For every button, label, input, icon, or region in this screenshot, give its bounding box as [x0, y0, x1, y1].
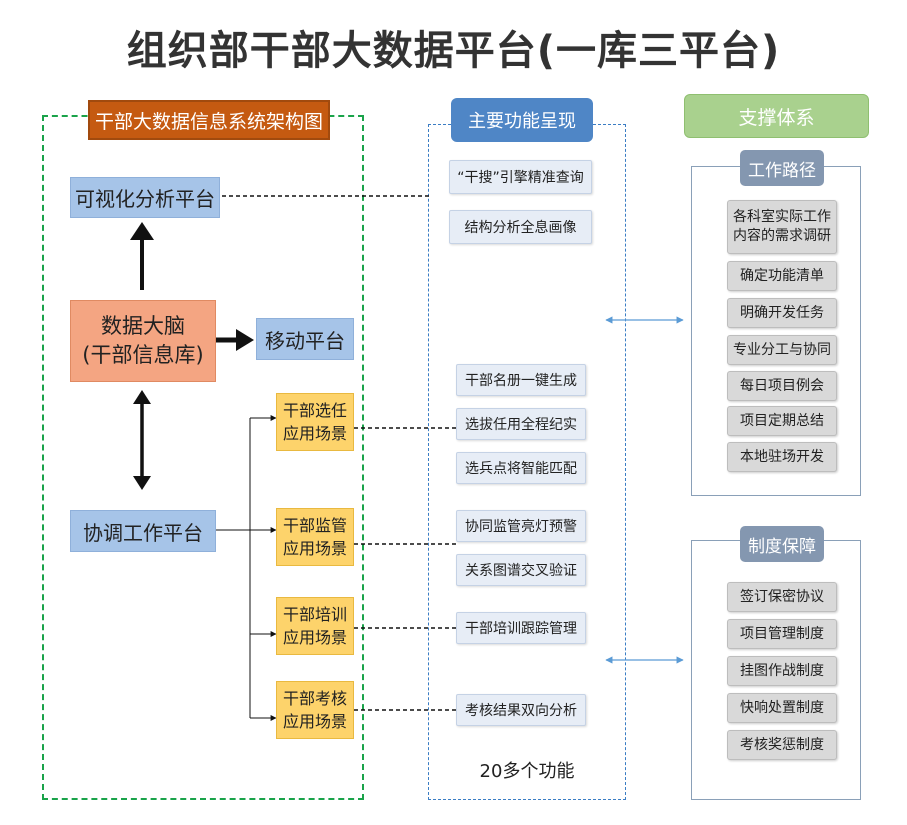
scene-line2: 应用场景: [282, 539, 347, 558]
arrowhead-down-icon: [133, 476, 151, 490]
system-guarantee-item: 挂图作战制度: [727, 656, 837, 686]
scene-line1: 干部培训: [282, 604, 347, 624]
feature-item: 选拔任用全程纪实: [456, 408, 586, 440]
step-line2: 内容的需求调研: [733, 228, 831, 244]
data-brain-subtitle: (干部信息库): [82, 343, 204, 367]
feature-item: 结构分析全息画像: [449, 210, 592, 244]
page-title: 组织部干部大数据平台(一库三平台): [126, 28, 781, 74]
scene-selection: 干部选任 应用场景: [276, 393, 354, 451]
system-guarantee-header: 制度保障: [740, 526, 824, 562]
work-path-step: 项目定期总结: [727, 406, 837, 436]
arrowhead-up-icon: [133, 390, 151, 404]
visual-analysis-platform: 可视化分析平台: [70, 177, 220, 218]
work-path-header: 工作路径: [740, 150, 824, 186]
scene-line1: 干部选任: [282, 400, 347, 420]
system-guarantee-item: 签订保密协议: [727, 582, 837, 612]
feature-item: 干部名册一键生成: [456, 364, 586, 396]
feature-item: 协同监管亮灯预警: [456, 510, 586, 542]
data-brain-box: 数据大脑 (干部信息库): [70, 300, 216, 382]
work-path-step: 确定功能清单: [727, 261, 837, 291]
mobile-platform: 移动平台: [256, 318, 354, 360]
scene-training: 干部培训 应用场景: [276, 597, 354, 655]
support-system-header: 支撑体系: [684, 94, 869, 138]
architecture-header: 干部大数据信息系统架构图: [88, 100, 330, 140]
work-path-step: 专业分工与协同: [727, 335, 837, 365]
feature-item: 关系图谱交叉验证: [456, 554, 586, 586]
system-guarantee-item: 项目管理制度: [727, 619, 837, 649]
data-brain-title: 数据大脑: [101, 313, 185, 338]
scene-line1: 干部考核: [282, 688, 347, 708]
scene-assessment: 干部考核 应用场景: [276, 681, 354, 739]
feature-item: 选兵点将智能匹配: [456, 452, 586, 484]
scene-line2: 应用场景: [282, 712, 347, 731]
scene-line2: 应用场景: [282, 628, 347, 647]
scene-line2: 应用场景: [282, 424, 347, 443]
work-path-step: 明确开发任务: [727, 298, 837, 328]
feature-item: “干搜”引擎精准查询: [449, 160, 592, 194]
system-guarantee-item: 快响处置制度: [727, 693, 837, 723]
feature-item: 干部培训跟踪管理: [456, 612, 586, 644]
features-count-note: 20多个功能: [479, 761, 575, 782]
arrowhead-up-icon: [130, 222, 154, 240]
scene-supervision: 干部监管 应用场景: [276, 508, 354, 566]
feature-item: 考核结果双向分析: [456, 694, 586, 726]
coordination-work-platform: 协调工作平台: [70, 510, 216, 552]
system-guarantee-item: 考核奖惩制度: [727, 730, 837, 760]
work-path-step: 本地驻场开发: [727, 442, 837, 472]
scene-line1: 干部监管: [282, 515, 347, 535]
features-header: 主要功能呈现: [451, 98, 593, 142]
arrowhead-right-icon: [236, 329, 254, 351]
step-line1: 各科室实际工作: [733, 209, 831, 226]
work-path-step: 每日项目例会: [727, 371, 837, 401]
work-path-step: 各科室实际工作 内容的需求调研: [727, 200, 837, 254]
